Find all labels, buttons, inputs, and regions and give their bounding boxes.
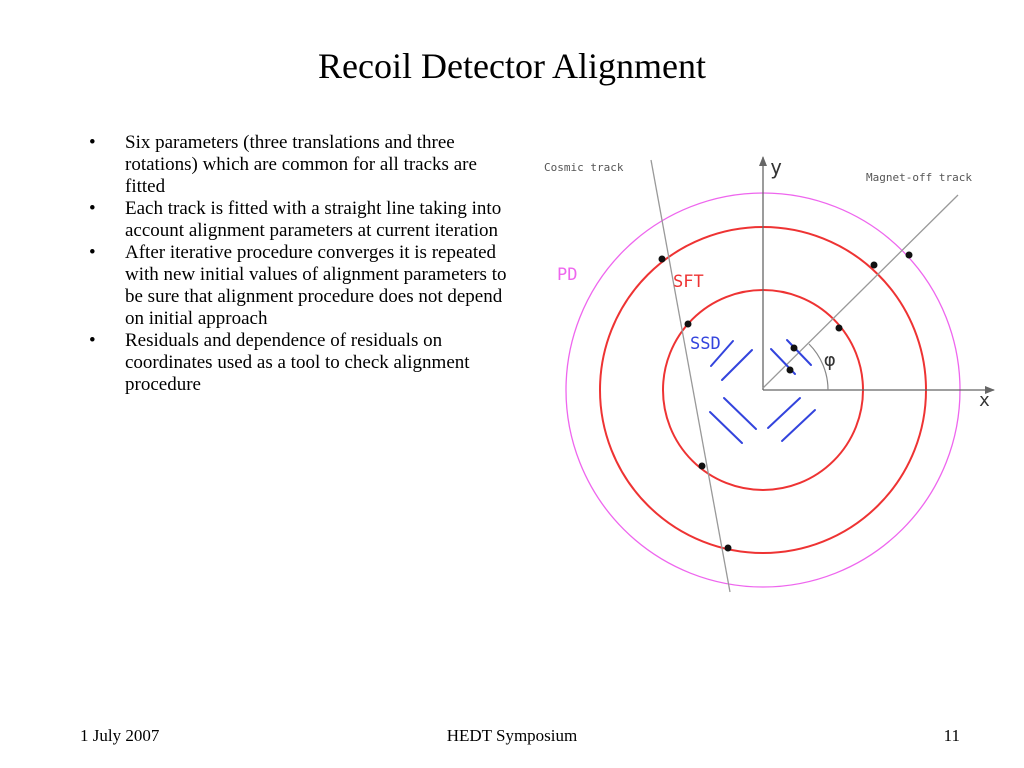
sft-label: SFT [673,272,704,292]
hit-points [658,251,913,552]
bullet-item: After iterative procedure converges it i… [84,242,516,330]
magnet-off-track-line [762,194,959,389]
footer-event: HEDT Symposium [446,726,578,745]
bullet-item: Residuals and dependence of residuals on… [84,330,516,396]
magnet-off-track-label: Magnet-off track [866,171,972,184]
footer-page-number: 11 [943,726,960,745]
phi-arc [808,343,829,391]
footer-date: 1 July 2007 [80,726,160,745]
ssd-label: SSD [690,334,721,354]
bullet-item: Each track is fitted with a straight lin… [84,198,516,242]
cosmic-track-label: Cosmic track [544,161,624,174]
cosmic-track-line [650,159,731,593]
slide-title: Recoil Detector Alignment [318,46,706,86]
bullet-item: Six parameters (three translations and t… [84,132,516,198]
pd-label: PD [557,265,577,285]
bullet-list: Six parameters (three translations and t… [84,132,516,396]
y-axis-label: y [770,155,782,179]
phi-label: φ [824,349,835,371]
x-axis-label: x [979,390,990,411]
detector-diagram: Cosmic track Magnet-off track y x φ PD S… [544,155,995,593]
